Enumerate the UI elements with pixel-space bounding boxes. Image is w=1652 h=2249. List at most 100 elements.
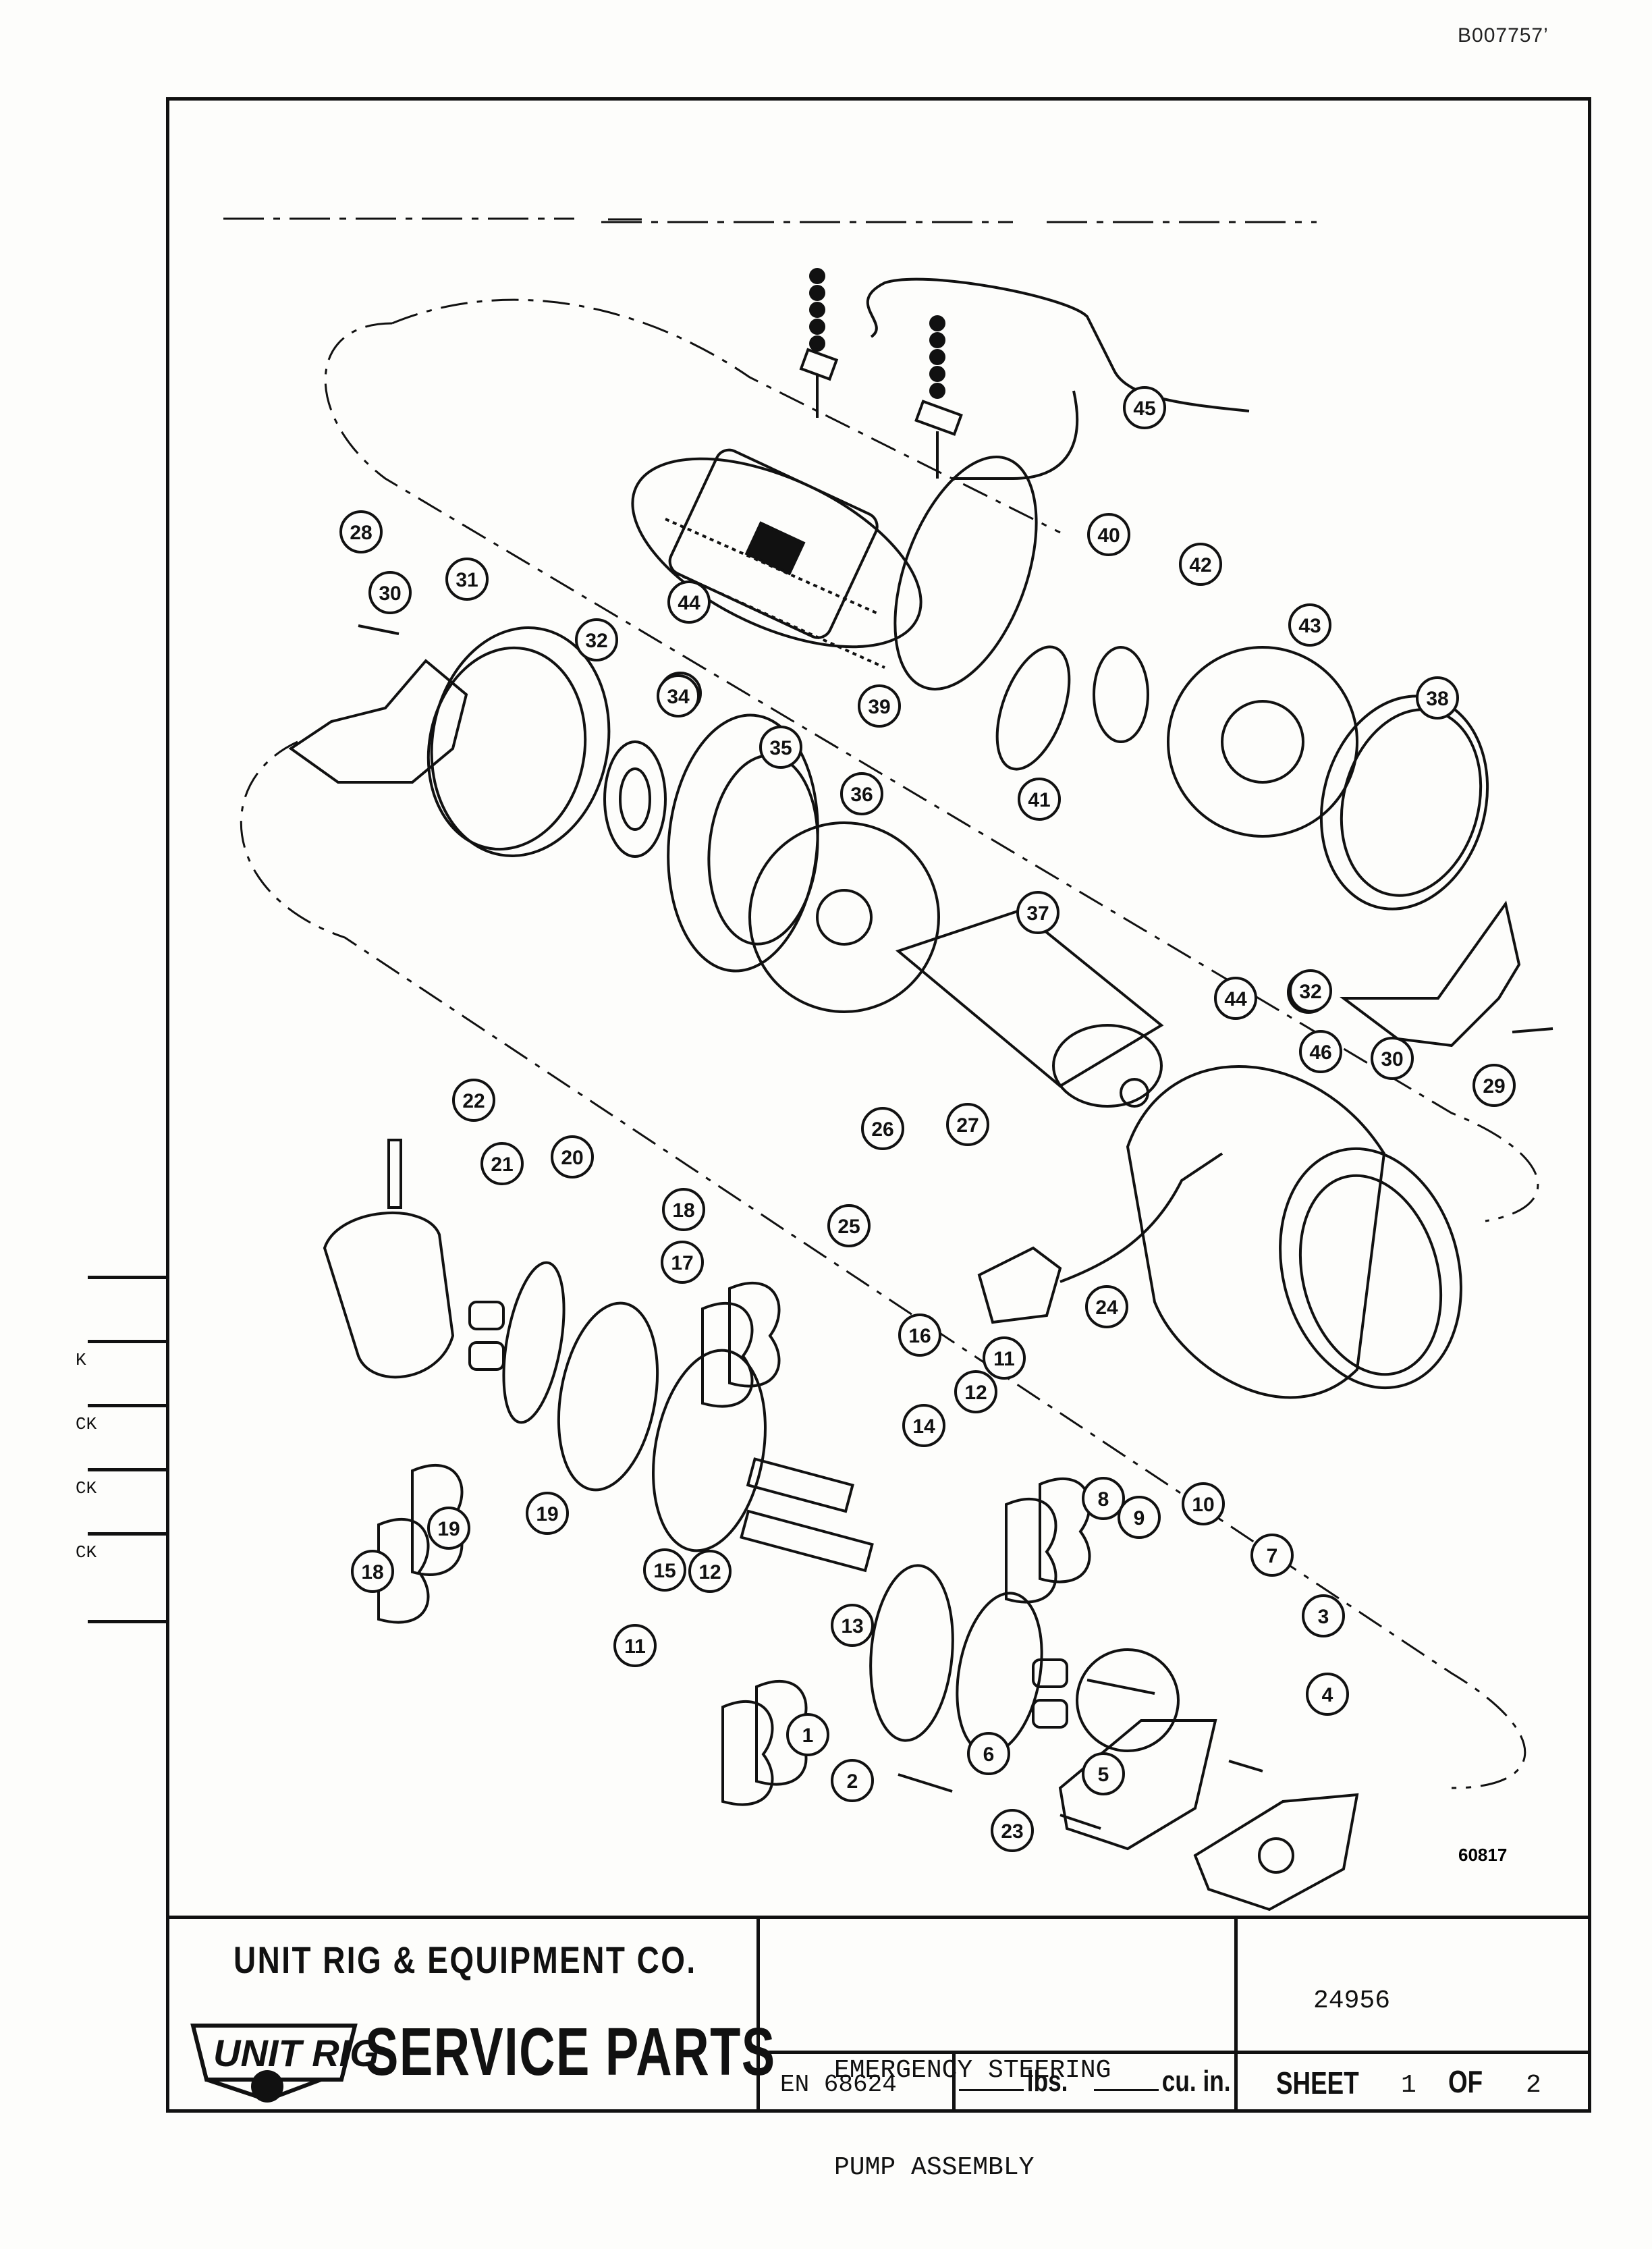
callout-circle	[339, 510, 383, 553]
callout-number: 45	[1133, 398, 1155, 420]
callout-circle	[991, 1809, 1034, 1852]
callout-number: 32	[1299, 981, 1321, 1003]
callout-circle	[1288, 603, 1331, 647]
callout-number: 11	[624, 1635, 646, 1658]
weight-field: lbs.	[959, 2065, 1068, 2098]
callout-circle	[983, 1336, 1026, 1380]
callout-circle	[827, 1204, 871, 1247]
cuin-label: cu. in.	[1161, 2065, 1231, 2098]
callout-number: 21	[491, 1154, 513, 1176]
volume-field: cu. in.	[1094, 2065, 1231, 2098]
logo-wordmark: UNIT RIG	[213, 2032, 379, 2074]
callout-circle	[643, 1548, 686, 1592]
callout-layer: 1234567891011111212131415161718181919202…	[339, 386, 1516, 1852]
callout-circle	[661, 1241, 704, 1284]
callout-circle	[861, 1107, 904, 1150]
callout-number: 18	[361, 1561, 383, 1583]
callout-number: 42	[1189, 554, 1211, 576]
margin-label: CK	[76, 1414, 97, 1434]
callout-circle	[427, 1507, 470, 1550]
callout-circle	[1118, 1496, 1161, 1539]
callout-number: 2	[847, 1770, 858, 1793]
callout-number: 6	[983, 1743, 995, 1766]
callout-number: 43	[1298, 615, 1321, 637]
callout-circle	[551, 1135, 594, 1178]
callout-circle	[657, 674, 700, 717]
callout-number: 18	[672, 1199, 694, 1222]
callout-number: 24	[1095, 1297, 1118, 1319]
title-block: UNIT RIG & EQUIPMENT CO. UNIT RIG SERVIC…	[169, 1916, 1588, 2182]
callout-circle	[1018, 778, 1061, 821]
assembly-description: EMERGENCY STEERING PUMP ASSEMBLY	[834, 1990, 1111, 2249]
margin-rule	[88, 1532, 169, 1536]
callout-circle	[575, 618, 618, 661]
margin-label: CK	[76, 1542, 97, 1563]
callout-circle	[1016, 891, 1059, 934]
unit-rig-logo: UNIT RIG	[190, 2024, 379, 2103]
sheet-number: 1	[1401, 2071, 1416, 2100]
terminal-stack-45	[809, 268, 945, 399]
callout-circle	[1182, 1482, 1225, 1525]
callout-circle	[831, 1759, 874, 1802]
callout-number: 29	[1483, 1075, 1505, 1098]
callout-circle	[840, 772, 883, 815]
callout-number: 31	[456, 569, 478, 591]
callout-circle	[902, 1404, 945, 1447]
of-label: OF	[1448, 2064, 1483, 2099]
callout-number: 34	[667, 686, 690, 708]
callout-number: 11	[993, 1348, 1015, 1370]
margin-rule	[88, 1404, 169, 1407]
document-number: B007757’	[1458, 24, 1549, 47]
margin-rule	[88, 1340, 169, 1343]
callout-number: 27	[956, 1114, 979, 1137]
callout-number: 16	[908, 1325, 931, 1347]
callout-number: 15	[653, 1560, 676, 1582]
exploded-parts-drawing: 1234567891011111212131415161718181919202…	[223, 217, 1553, 1912]
callout-number: 35	[769, 737, 792, 759]
callout-circle	[445, 558, 489, 601]
callout-circle	[1087, 513, 1130, 556]
margin-rule	[88, 1276, 169, 1279]
callout-number: 36	[850, 784, 873, 806]
drawing-frame	[166, 97, 1591, 2113]
callout-number: 19	[536, 1503, 558, 1525]
callout-number: 3	[1318, 1606, 1329, 1628]
callout-circle	[946, 1103, 989, 1146]
margin-label: CK	[76, 1478, 97, 1498]
callout-number: 30	[379, 582, 401, 605]
callout-circle	[1082, 1752, 1125, 1795]
callout-circle	[831, 1604, 874, 1647]
margin-label: K	[76, 1350, 86, 1370]
callout-number: 1	[802, 1725, 814, 1747]
callout-number: 44	[1224, 988, 1247, 1010]
company-name: UNIT RIG & EQUIPMENT CO.	[233, 1939, 697, 1981]
sheet-total: 2	[1526, 2071, 1541, 2100]
callout-number: 25	[837, 1216, 860, 1238]
callout-number: 38	[1426, 688, 1448, 710]
callout-circle	[1123, 386, 1166, 429]
callout-circle	[351, 1550, 394, 1593]
title-divider	[1234, 1919, 1238, 2113]
callout-number: 7	[1267, 1545, 1278, 1567]
callout-circle	[1302, 1594, 1345, 1637]
callout-number: 44	[678, 592, 700, 614]
service-parts-heading: SERVICE PARTS	[365, 2014, 776, 2090]
callout-circle	[759, 726, 802, 769]
left-margin-revision-marks: K CK CK CK	[0, 1255, 175, 1633]
weight-blank	[959, 2089, 1024, 2091]
callout-circle	[858, 684, 901, 728]
callout-number: 5	[1098, 1764, 1109, 1786]
callout-number: 26	[871, 1118, 893, 1141]
callout-circle	[1082, 1477, 1125, 1520]
callout-number: 23	[1001, 1820, 1023, 1843]
title-divider	[952, 2051, 956, 2113]
callout-number: 4	[1322, 1684, 1333, 1706]
callout-number: 41	[1028, 789, 1050, 811]
callout-number: 10	[1192, 1494, 1214, 1516]
title-divider	[756, 2051, 1588, 2054]
callout-circle	[667, 580, 711, 624]
callout-number: 20	[561, 1147, 583, 1169]
margin-rule	[88, 1468, 169, 1471]
callout-number: 30	[1381, 1048, 1403, 1071]
callout-number: 19	[437, 1518, 460, 1540]
